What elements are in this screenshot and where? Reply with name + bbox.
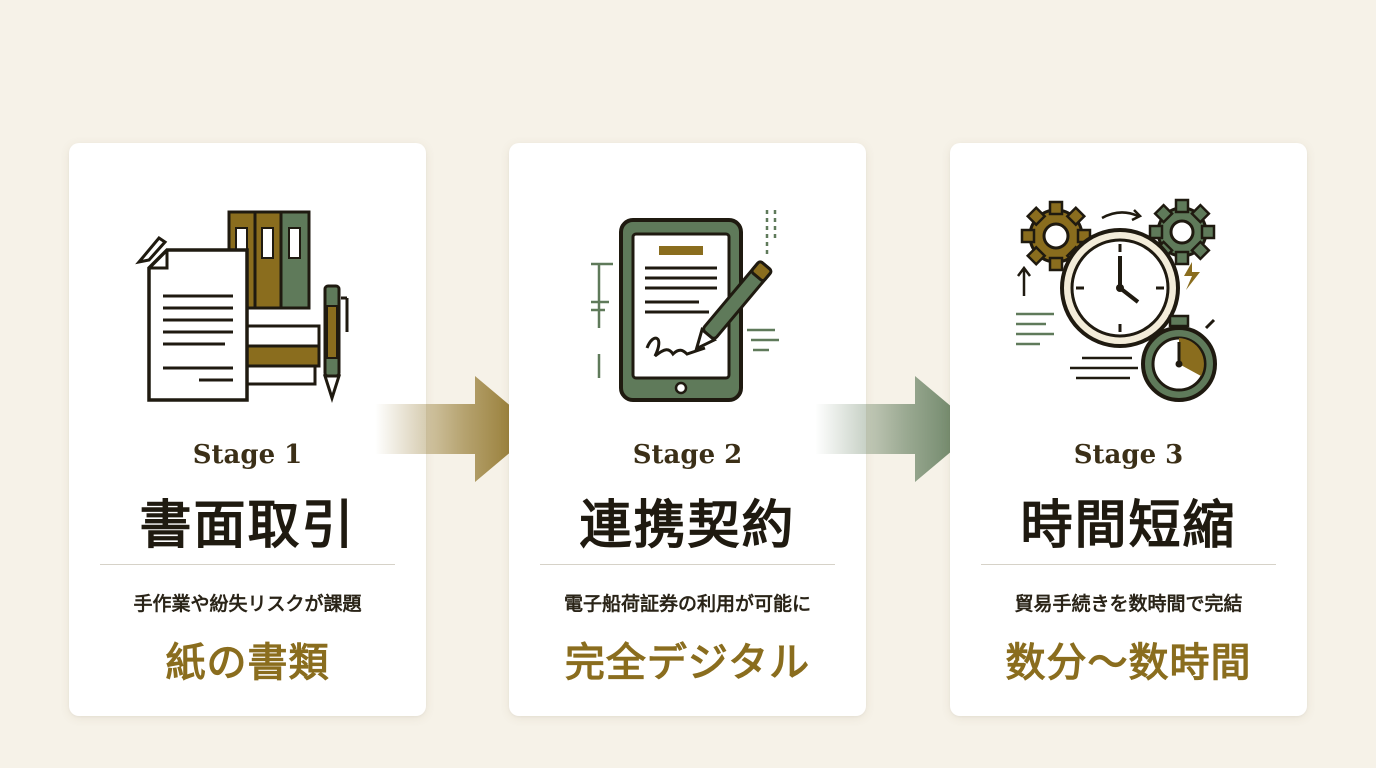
stage-title: 連携契約 [579, 495, 796, 556]
stage-label: Stage 3 [1073, 440, 1184, 470]
stage-title: 時間短縮 [1020, 495, 1237, 556]
divider [540, 564, 835, 565]
stage-highlight: 数分〜数時間 [1005, 640, 1252, 686]
stage-card-1: Stage 1 書面取引 手作業や紛失リスクが課題 紙の書類 [69, 143, 426, 716]
stage-label: Stage 1 [192, 440, 303, 470]
stage-description: 貿易手続きを数時間で完結 [1014, 593, 1243, 615]
stage-description: 電子船荷証券の利用が可能に [563, 593, 811, 615]
stage-highlight: 完全デジタル [564, 640, 811, 686]
stage-title: 書面取引 [139, 495, 356, 556]
arrow-right-icon [815, 374, 980, 484]
stage-card-2: Stage 2 連携契約 電子船荷証券の利用が可能に 完全デジタル [509, 143, 866, 716]
stage-description: 手作業や紛失リスクが課題 [133, 593, 362, 615]
stage-highlight: 紙の書類 [165, 640, 330, 686]
clock-gears-stopwatch-icon [1010, 198, 1247, 408]
stage-label: Stage 2 [632, 440, 743, 470]
tablet-signature-icon [569, 198, 806, 408]
divider [981, 564, 1276, 565]
divider [100, 564, 395, 565]
arrow-right-icon [375, 374, 540, 484]
paper-documents-icon [129, 198, 366, 408]
stage-card-3: Stage 3 時間短縮 貿易手続きを数時間で完結 数分〜数時間 [950, 143, 1307, 716]
